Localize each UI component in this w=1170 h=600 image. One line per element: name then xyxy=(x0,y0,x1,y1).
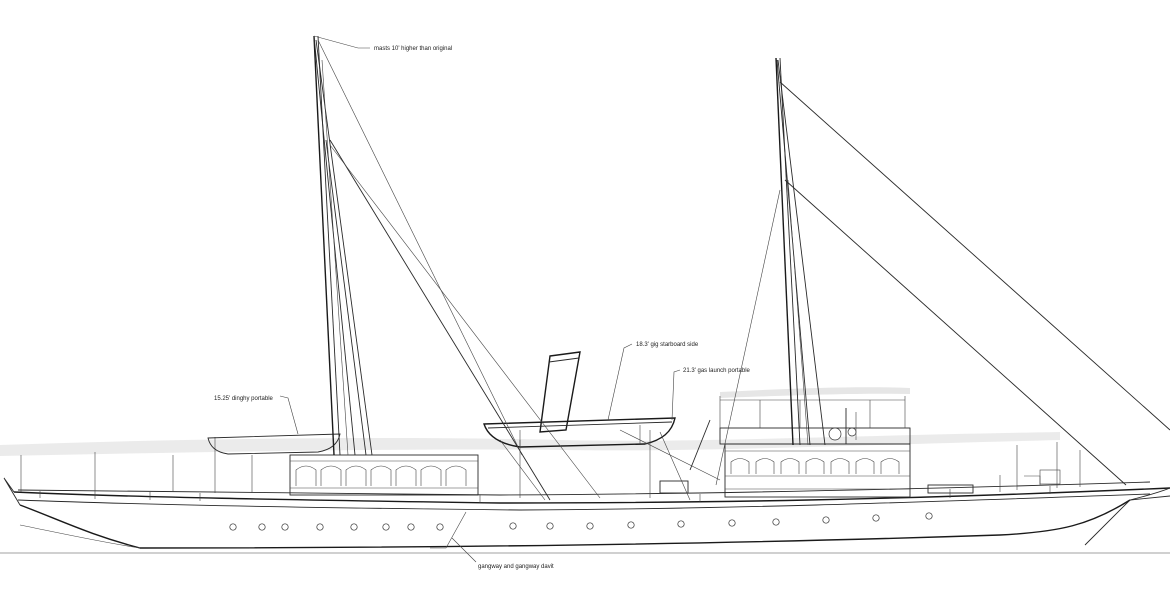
portholes xyxy=(229,512,933,531)
stanchions xyxy=(20,437,1081,493)
aft-deckhouse xyxy=(289,454,479,496)
deck-gear xyxy=(659,469,1061,494)
annotation-leaders xyxy=(279,35,681,563)
hull xyxy=(3,477,1170,549)
annotation-dinghy: 15.25' dinghy portable xyxy=(214,396,274,402)
aft-mast xyxy=(313,35,601,501)
davit-rigging xyxy=(499,419,721,501)
fore-mast xyxy=(715,57,1170,486)
waterline-wash xyxy=(0,432,1060,456)
upper-wash xyxy=(720,387,910,398)
forward-deckhouse xyxy=(719,396,911,498)
dinghy xyxy=(207,433,341,455)
funnel xyxy=(539,351,581,433)
annotation-gangway: gangway and gangway davit xyxy=(478,564,554,570)
annotation-masts: masts 10' higher than original xyxy=(374,46,452,52)
annotation-launch: 21.3' gas launch portable xyxy=(683,368,751,374)
annotation-gig: 18.3' gig starboard side xyxy=(636,342,699,348)
